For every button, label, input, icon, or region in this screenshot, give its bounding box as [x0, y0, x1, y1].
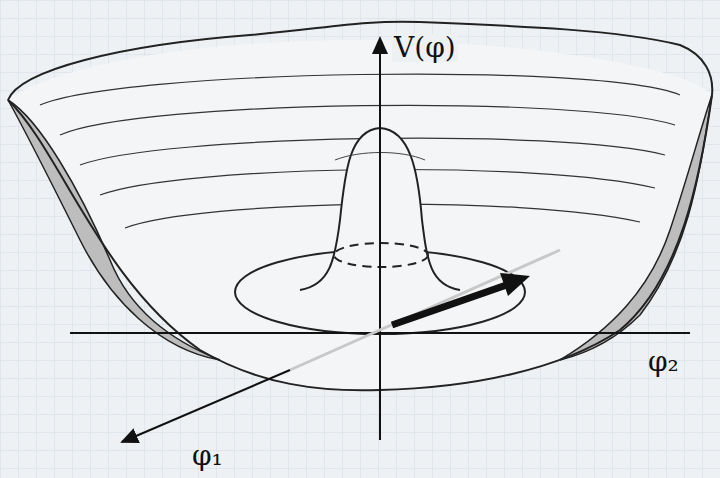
bowl-wall-right: [560, 95, 712, 360]
phi1-axis-back: [290, 250, 560, 370]
axis-label: φ₁: [192, 442, 223, 470]
axis-label: V(φ): [392, 34, 458, 62]
bowl-surface: [8, 40, 712, 390]
phi1-axis: [122, 370, 290, 442]
v-axis: [379, 38, 381, 440]
phi2-axis: [70, 332, 690, 334]
bowl-rim: [8, 22, 712, 100]
vacuum-arrow: [392, 283, 512, 325]
vacuum-arrowhead: [500, 273, 530, 296]
bowl-outline: [8, 95, 712, 390]
axis-label: φ₂: [648, 348, 679, 376]
